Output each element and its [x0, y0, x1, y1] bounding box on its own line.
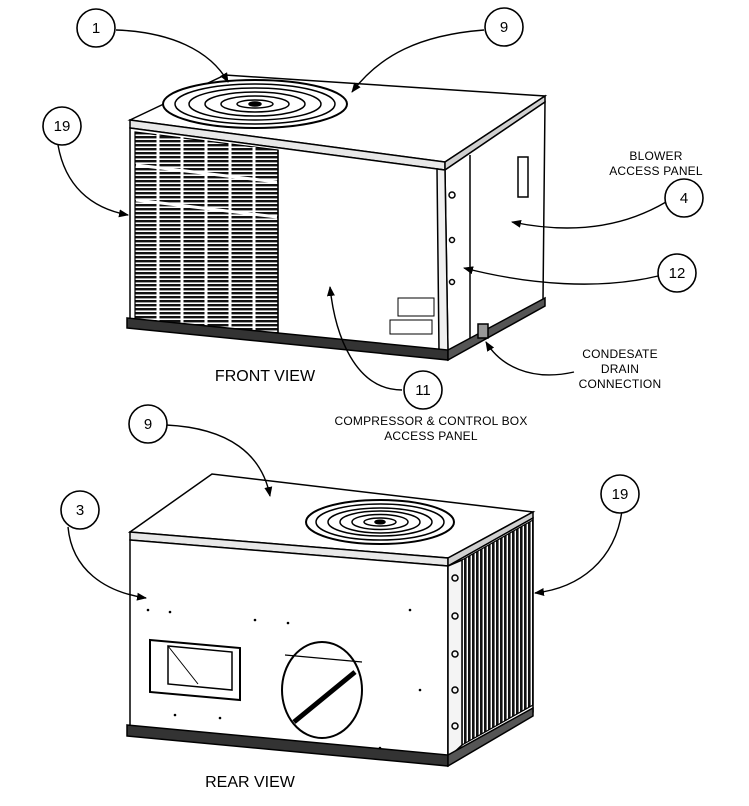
- front-view-unit: [126, 74, 548, 362]
- callout-4: 4: [664, 178, 704, 218]
- front-view-title: FRONT VIEW: [215, 368, 316, 385]
- leader-11: [326, 286, 403, 391]
- condensate-label-line3: CONNECTION: [579, 377, 662, 391]
- side-screw: [448, 191, 456, 199]
- callout-9-top: 9: [484, 7, 524, 47]
- post-bolt: [451, 574, 459, 582]
- callout-9-rear: 9: [128, 404, 168, 444]
- callout-1-number: 1: [92, 20, 100, 37]
- front-service-label-2: [389, 319, 433, 335]
- callout-9-rear-number: 9: [144, 416, 152, 433]
- post-bolt: [451, 612, 459, 620]
- callout-19-rear: 19: [600, 474, 640, 514]
- leader-19-front: [57, 144, 129, 218]
- supply-air-damper: [292, 670, 357, 724]
- callout-9-top-number: 9: [500, 19, 508, 36]
- return-air-duct-line: [167, 645, 199, 685]
- drain-connection-stub: [477, 323, 489, 339]
- front-grille-dividers: [135, 134, 278, 334]
- callout-19-rear-number: 19: [612, 486, 629, 503]
- front-service-label-1: [397, 297, 435, 317]
- callout-11: 11: [403, 370, 443, 410]
- leader-arrows: [57, 29, 667, 601]
- post-bolt: [451, 686, 459, 694]
- leader-9-top: [351, 29, 485, 93]
- compressor-label-line2: ACCESS PANEL: [384, 429, 478, 443]
- blower-label-line2: ACCESS PANEL: [609, 164, 703, 178]
- post-bolt: [451, 650, 459, 658]
- callout-1: 1: [76, 8, 116, 48]
- compressor-label-line1: COMPRESSOR & CONTROL BOX: [334, 414, 527, 428]
- rear-side-base-rail: [447, 706, 534, 768]
- leader-12: [463, 266, 659, 285]
- callout-19-front: 19: [42, 106, 82, 146]
- rear-view-unit: [126, 473, 536, 768]
- rear-coil-grille: [461, 518, 534, 747]
- callout-3: 3: [60, 490, 100, 530]
- text-labels: BLOWER ACCESS PANEL CONDESATE DRAIN CONN…: [205, 149, 703, 791]
- rear-view-title: REAR VIEW: [205, 774, 296, 791]
- condensate-label-line1: CONDESATE: [582, 347, 658, 361]
- supply-air-opening-edge: [284, 654, 363, 663]
- return-air-opening-inner: [167, 645, 233, 691]
- blower-label-line1: BLOWER: [629, 149, 682, 163]
- callout-12: 12: [657, 253, 697, 293]
- rear-fan-guard: [305, 499, 455, 545]
- front-fan-guard: [162, 79, 348, 129]
- side-screw: [448, 278, 456, 286]
- rear-corner-post: [447, 558, 463, 760]
- side-screw: [448, 236, 456, 244]
- leader-1: [115, 29, 229, 83]
- blower-panel-vent: [517, 156, 529, 198]
- leader-19-rear: [534, 510, 623, 596]
- callout-4-number: 4: [680, 190, 688, 207]
- leader-9-rear: [165, 424, 273, 497]
- leader-condensate: [485, 341, 575, 376]
- callout-19-front-number: 19: [54, 118, 71, 135]
- callout-3-number: 3: [76, 502, 84, 519]
- condensate-label-line2: DRAIN: [601, 362, 639, 376]
- callout-bubbles: 1 9 19 4 12 11 9 3: [42, 7, 704, 530]
- side-base-rail: [447, 296, 546, 362]
- post-bolt: [451, 722, 459, 730]
- callout-11-number: 11: [415, 382, 431, 399]
- leader-3: [67, 526, 147, 601]
- callout-12-number: 12: [669, 265, 686, 282]
- leader-4: [511, 201, 667, 229]
